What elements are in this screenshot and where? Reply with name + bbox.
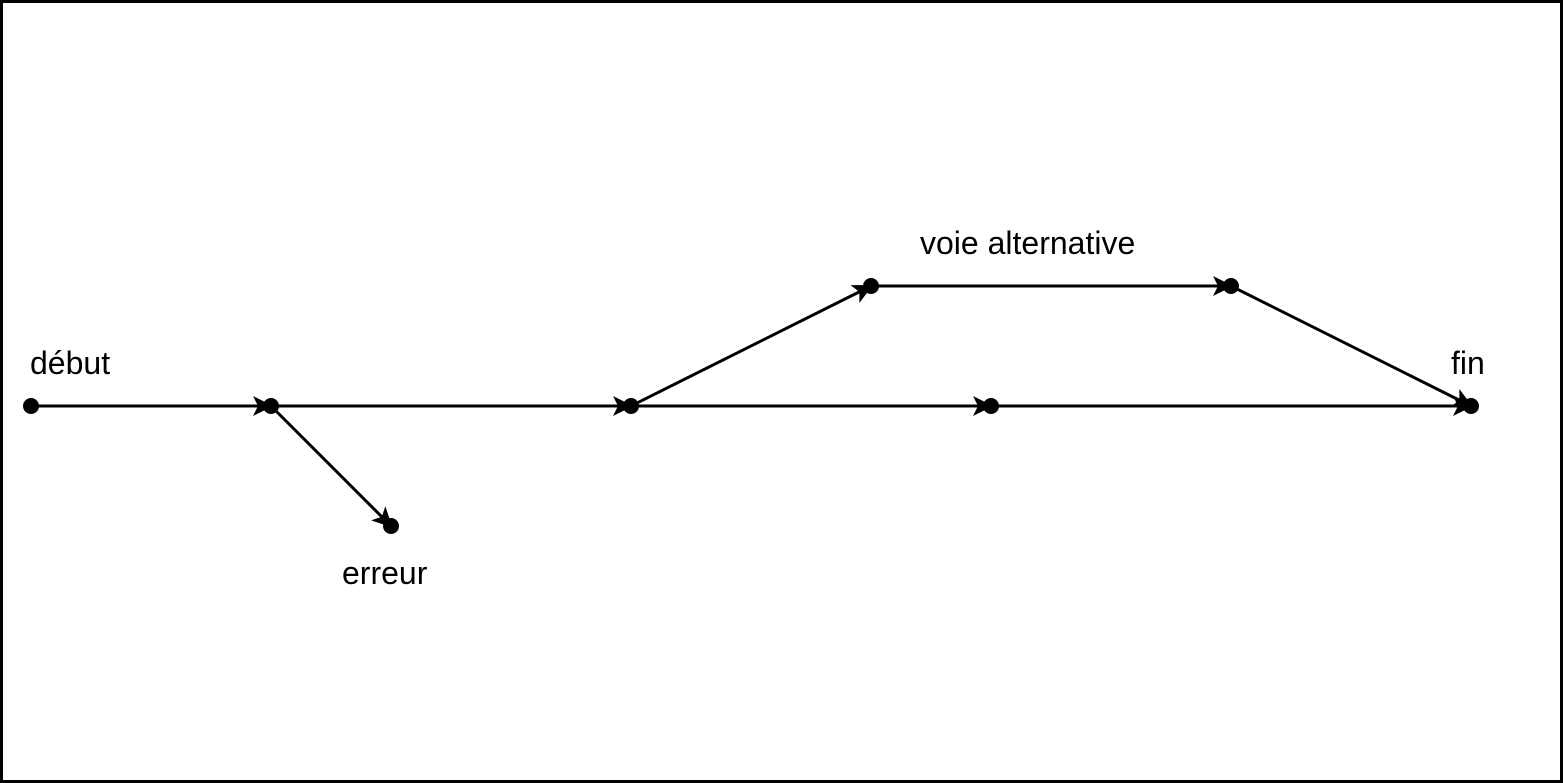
edge-n2-to-alt1 (630, 284, 873, 408)
node-error (383, 518, 399, 534)
node-alt2 (1223, 278, 1239, 294)
node-n3 (983, 398, 999, 414)
nodes-layer (23, 278, 1479, 534)
node-n1 (263, 398, 279, 414)
node-alt1 (863, 278, 879, 294)
state-flow-diagram: début erreur voie alternative fin (23, 225, 1485, 591)
label-end: fin (1451, 345, 1485, 381)
label-alternative-path: voie alternative (920, 225, 1135, 261)
labels-layer: début erreur voie alternative fin (30, 225, 1485, 591)
node-n2 (623, 398, 639, 414)
edge-alt2-to-end (1230, 284, 1473, 408)
edge-n1-to-error (269, 404, 393, 528)
node-end (1463, 398, 1479, 414)
node-start (23, 398, 39, 414)
edges-layer (31, 276, 1473, 528)
label-start: début (30, 345, 110, 381)
label-error: erreur (342, 555, 428, 591)
